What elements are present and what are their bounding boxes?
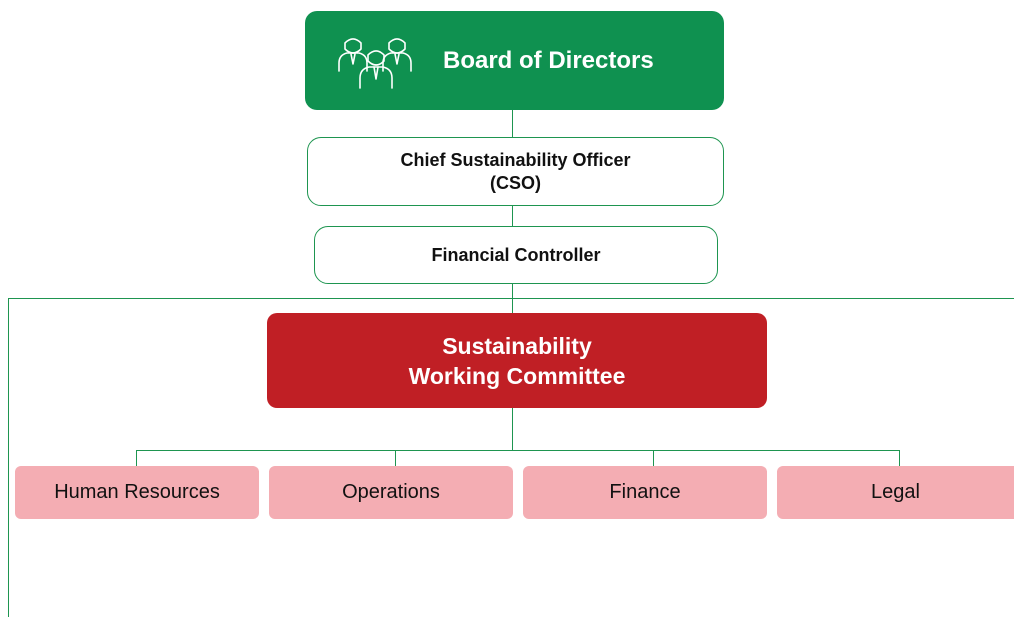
committee-title-line2: Working Committee xyxy=(408,362,626,389)
cso-title: Chief Sustainability Officer xyxy=(400,149,631,170)
dept-label: Legal xyxy=(871,481,920,503)
dept-finance: Finance xyxy=(523,466,767,519)
dept-label: Human Resources xyxy=(54,481,220,503)
outer-bracket-top xyxy=(8,298,1014,299)
group-of-people-icon xyxy=(338,38,412,89)
connector-committee-depts xyxy=(512,408,513,450)
committee-title-line1: Sustainability xyxy=(442,332,592,359)
dept-label: Operations xyxy=(342,481,440,503)
dept-legal: Legal xyxy=(777,466,1014,519)
connector-dept-4 xyxy=(899,450,900,466)
financial-controller-title: Financial Controller xyxy=(431,244,601,265)
dept-human-resources: Human Resources xyxy=(15,466,259,519)
financial-controller-box: Financial Controller xyxy=(314,226,718,284)
sustainability-committee-box: Sustainability Working Committee xyxy=(267,313,767,408)
dept-label: Finance xyxy=(609,481,681,503)
connector-dept-1 xyxy=(136,450,137,466)
connector-board-cso xyxy=(512,110,513,137)
cso-abbrev: (CSO) xyxy=(489,172,541,193)
board-title: Board of Directors xyxy=(443,46,654,74)
board-of-directors-box: Board of Directors xyxy=(305,11,724,110)
cso-box: Chief Sustainability Officer (CSO) xyxy=(307,137,724,206)
connector-dept-3 xyxy=(653,450,654,466)
dept-operations: Operations xyxy=(269,466,513,519)
connector-cso-fc xyxy=(512,206,513,226)
dept-branch-line xyxy=(136,450,900,451)
outer-bracket-left xyxy=(8,298,9,617)
connector-dept-2 xyxy=(395,450,396,466)
